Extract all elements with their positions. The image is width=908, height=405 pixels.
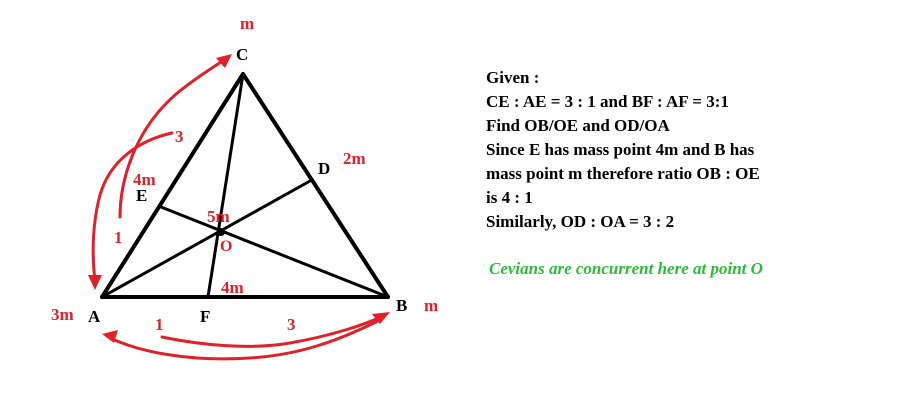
mass-a-label: 3m: [51, 305, 74, 324]
ratio-ac-3-label: 3: [175, 127, 184, 146]
mass-f-label: 4m: [221, 278, 244, 297]
side-bc: [241, 72, 390, 299]
cevian-be: [159, 205, 390, 299]
mass-o-label: 5m: [207, 207, 230, 226]
arrow-b-to-a: [108, 318, 382, 361]
mass-b-label: m: [424, 296, 438, 315]
mass-c-label: m: [240, 14, 254, 33]
vertex-c-label: C: [236, 45, 248, 64]
mass-e-label: 4m: [133, 170, 156, 189]
arrow-a-to-c: [118, 55, 230, 219]
cevian-cf: [206, 72, 245, 299]
solution-text: Given : CE : AE = 3 : 1 and BF : AF = 3:…: [486, 66, 886, 234]
reasoning-line-3: is 4 : 1: [486, 188, 533, 207]
find-statement: Find OB/OE and OD/OA: [486, 116, 670, 135]
side-ac: [100, 72, 245, 299]
arrowhead-a-bottom: [102, 330, 118, 343]
arrowhead-b: [372, 312, 390, 324]
given-heading: Given :: [486, 68, 540, 87]
ratio-ab-1-label: 1: [155, 315, 164, 334]
concurrency-note: Cevians are concurrent here at point O: [489, 259, 763, 278]
point-o-label: O: [220, 238, 232, 255]
arrow-f-to-b: [160, 313, 387, 348]
reasoning-line-2: mass point m therefore ratio OB : OE: [486, 164, 760, 183]
cevian-ad: [100, 179, 312, 299]
ratio-ab-3-label: 3: [287, 315, 296, 334]
vertex-b-label: B: [396, 296, 407, 315]
vertex-d-label: D: [318, 159, 330, 178]
similarly-line: Similarly, OD : OA = 3 : 2: [486, 212, 675, 231]
arrowhead-c: [216, 54, 232, 68]
ratio-ac-1-label: 1: [114, 228, 123, 247]
arrow-to-a: [91, 131, 174, 284]
given-ratios: CE : AE = 3 : 1 and BF : AF = 3:1: [486, 92, 729, 111]
arrowhead-a: [88, 275, 102, 290]
vertex-a-label: A: [88, 307, 101, 326]
reasoning-line-1: Since E has mass point 4m and B has: [486, 140, 755, 159]
point-o-dot: [217, 228, 225, 236]
vertex-f-label: F: [200, 307, 210, 326]
vertex-e-label: E: [136, 186, 147, 205]
mass-d-label: 2m: [343, 149, 366, 168]
